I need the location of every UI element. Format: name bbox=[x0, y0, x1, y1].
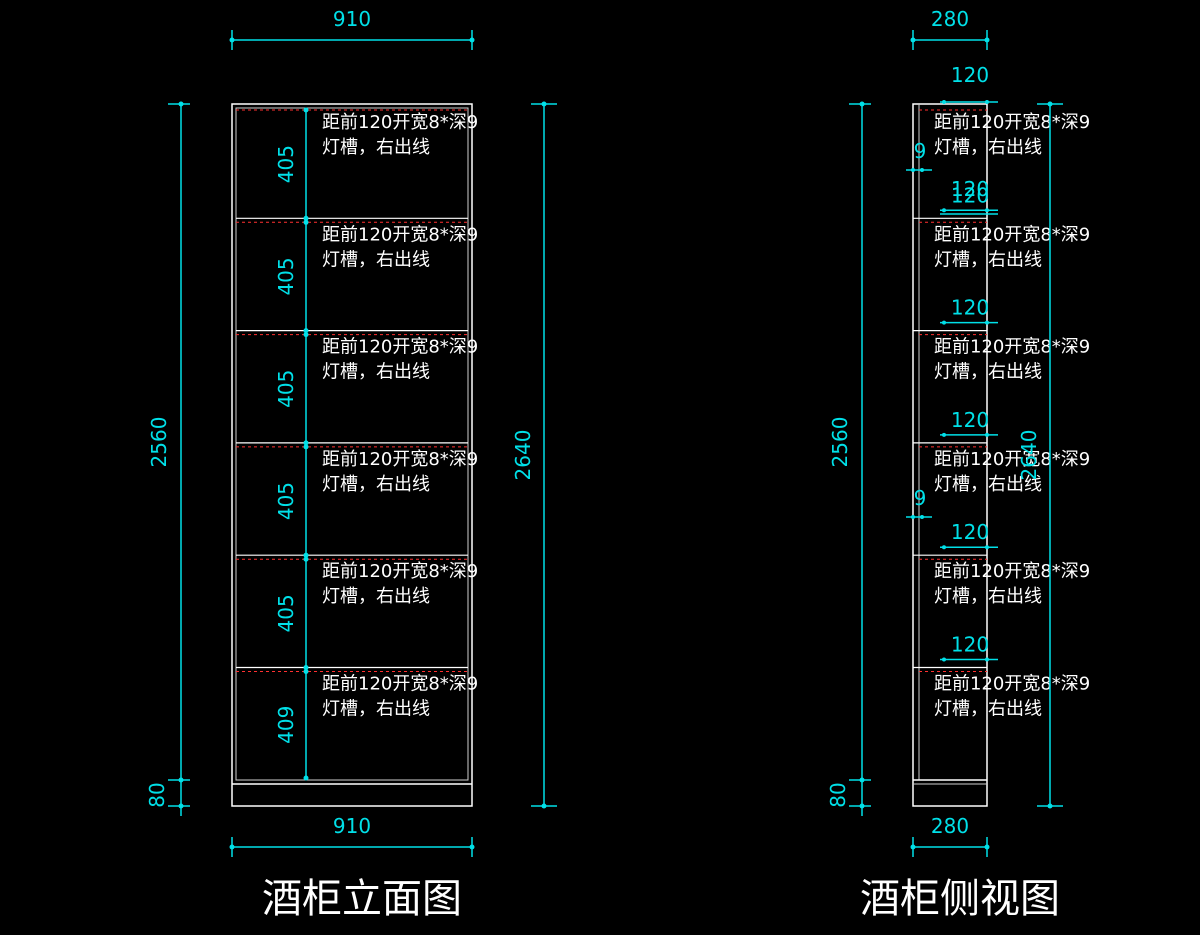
front-cabinet-outline bbox=[231, 103, 473, 807]
side-shelves bbox=[913, 109, 987, 672]
side-note-line2-6: 灯槽，右出线 bbox=[934, 699, 1042, 720]
front-note-line1-4: 距前120开宽8*深9 bbox=[322, 449, 478, 470]
side-height-total-label: 2640 bbox=[1017, 430, 1041, 481]
side-groove-dim-tick-b-2 bbox=[985, 208, 989, 213]
side-groove-offset-label-4: 120 bbox=[951, 408, 989, 432]
side-note-line2-5: 灯槽，右出线 bbox=[934, 586, 1042, 607]
side-depth-bottom-label: 280 bbox=[931, 814, 969, 838]
front-base-dimension: 80 bbox=[145, 780, 190, 816]
front-note-line1-5: 距前120开宽8*深9 bbox=[322, 561, 478, 582]
front-note-line2-4: 灯槽，右出线 bbox=[322, 474, 430, 495]
side-note-line2-3: 灯槽，右出线 bbox=[934, 362, 1042, 383]
front-height-total-label: 2640 bbox=[511, 430, 535, 481]
side-groove-offset-label-extra: 120 bbox=[951, 177, 989, 201]
front-compartment-dimensions: 405 405 405 405 405 409 bbox=[274, 107, 309, 781]
side-groove-notes: 距前120开宽8*深9灯槽，右出线距前120开宽8*深9灯槽，右出线距前120开… bbox=[934, 112, 1090, 720]
side-groove-dim-tick-b-1 bbox=[985, 100, 989, 104]
side-groove-dim-tick-a-4 bbox=[942, 432, 946, 437]
front-compartment-dim-tick-bottom-2 bbox=[303, 328, 309, 334]
front-compartment-label-4: 405 bbox=[274, 482, 298, 520]
front-note-line2-1: 灯槽，右出线 bbox=[322, 137, 430, 158]
front-base-label: 80 bbox=[145, 782, 169, 807]
front-shelves bbox=[236, 109, 468, 672]
front-height-inner-label: 2560 bbox=[147, 417, 171, 468]
side-note-line2-1: 灯槽，右出线 bbox=[934, 137, 1042, 158]
side-height-inner-dimension: 2560 bbox=[828, 101, 871, 783]
side-groove-dim-tick-b-3 bbox=[985, 320, 989, 325]
front-groove-notes: 距前120开宽8*深9灯槽，右出线距前120开宽8*深9灯槽，右出线距前120开… bbox=[322, 112, 478, 720]
front-note-line2-6: 灯槽，右出线 bbox=[322, 699, 430, 720]
front-view-title: 酒柜立面图 bbox=[262, 876, 462, 922]
side-view-title: 酒柜侧视图 bbox=[860, 876, 1060, 922]
side-groove-offset-label-5: 120 bbox=[951, 520, 989, 544]
front-compartment-dim-tick-bottom-1 bbox=[303, 215, 309, 221]
side-groove-dim-tick-b-6 bbox=[985, 657, 989, 662]
side-groove-dim-tick-a-1 bbox=[942, 100, 946, 104]
front-width-bottom-label: 910 bbox=[333, 814, 371, 838]
side-depth-top-dimension: 280 bbox=[910, 7, 990, 50]
front-note-line1-6: 距前120开宽8*深9 bbox=[322, 674, 478, 695]
side-base-dimension: 80 bbox=[826, 780, 871, 816]
side-groove-offset-label-3: 120 bbox=[951, 296, 989, 320]
side-groove-depth-label-1: 9 bbox=[914, 139, 927, 163]
side-note-line1-5: 距前120开宽8*深9 bbox=[934, 561, 1090, 582]
side-base-label: 80 bbox=[826, 782, 850, 807]
side-groove-offset-label-6: 120 bbox=[951, 633, 989, 657]
front-compartment-dim-tick-top-5 bbox=[303, 556, 309, 562]
side-groove-dim-tick-a-3 bbox=[942, 320, 946, 325]
side-groove-depth-label-2: 9 bbox=[914, 486, 927, 510]
front-height-inner-dimension: 2560 bbox=[147, 101, 190, 783]
side-height-inner-label: 2560 bbox=[828, 417, 852, 468]
side-note-line1-1: 距前120开宽8*深9 bbox=[934, 112, 1090, 133]
front-note-line2-5: 灯槽，右出线 bbox=[322, 586, 430, 607]
front-note-line2-3: 灯槽，右出线 bbox=[322, 362, 430, 383]
front-compartment-dim-tick-bottom-4 bbox=[303, 552, 309, 558]
side-note-line1-6: 距前120开宽8*深9 bbox=[934, 674, 1090, 695]
front-height-total-dimension: 2640 bbox=[511, 101, 557, 809]
front-compartment-dim-tick-top-2 bbox=[303, 219, 309, 225]
front-compartment-dim-tick-top-3 bbox=[303, 332, 309, 338]
side-groove-dim-tick-b-5 bbox=[985, 545, 989, 550]
side-depth-top-label: 280 bbox=[931, 7, 969, 31]
side-note-line1-4: 距前120开宽8*深9 bbox=[934, 449, 1090, 470]
side-groove-depth-marker-1: 9 bbox=[906, 139, 932, 172]
side-depth-bottom-dimension: 280 bbox=[910, 814, 990, 857]
side-groove-offset-label-2: 120 bbox=[951, 183, 989, 207]
front-compartment-label-6: 409 bbox=[274, 706, 298, 744]
side-groove-dim-tick-a-6 bbox=[942, 657, 946, 662]
front-compartment-dim-tick-top-1 bbox=[303, 107, 309, 113]
side-note-line2-4: 灯槽，右出线 bbox=[934, 474, 1042, 495]
front-width-top-dimension: 910 bbox=[229, 7, 475, 50]
front-compartment-label-5: 405 bbox=[274, 594, 298, 632]
side-groove-dim-tick-a-5 bbox=[942, 545, 946, 550]
front-compartment-label-3: 405 bbox=[274, 370, 298, 408]
side-groove-dim-tick-b-4 bbox=[985, 432, 989, 437]
front-compartment-label-1: 405 bbox=[274, 145, 298, 183]
front-compartment-dim-tick-bottom-3 bbox=[303, 440, 309, 446]
side-note-line1-2: 距前120开宽8*深9 bbox=[934, 224, 1090, 245]
front-compartment-label-2: 405 bbox=[274, 257, 298, 295]
side-height-total-dimension: 2640 bbox=[1017, 101, 1063, 809]
front-width-top-label: 910 bbox=[333, 7, 371, 31]
front-compartment-dim-tick-bottom-5 bbox=[303, 665, 309, 670]
front-compartment-dim-tick-top-6 bbox=[303, 669, 309, 674]
side-groove-dim-tick-a-2 bbox=[942, 208, 946, 213]
front-note-line2-2: 灯槽，右出线 bbox=[322, 249, 430, 270]
side-groove-offset-label-1: 120 bbox=[951, 63, 989, 87]
front-note-line1-3: 距前120开宽8*深9 bbox=[322, 337, 478, 358]
front-view: 910 405 405 405 405 405 409 距前120开宽8*深9 灯槽，右出线… bbox=[145, 7, 557, 922]
front-compartment-dim-tick-top-4 bbox=[303, 444, 309, 450]
front-note-line1-1: 距前120开宽8*深9 bbox=[322, 112, 478, 133]
side-note-line2-2: 灯槽，右出线 bbox=[934, 249, 1042, 270]
side-groove-depth-marker-2: 9 bbox=[906, 486, 932, 519]
side-note-line1-3: 距前120开宽8*深9 bbox=[934, 337, 1090, 358]
front-compartment-dim-tick-bottom-6 bbox=[303, 775, 309, 781]
front-width-bottom-dimension: 910 bbox=[229, 814, 475, 857]
front-note-line1-2: 距前120开宽8*深9 bbox=[322, 224, 478, 245]
